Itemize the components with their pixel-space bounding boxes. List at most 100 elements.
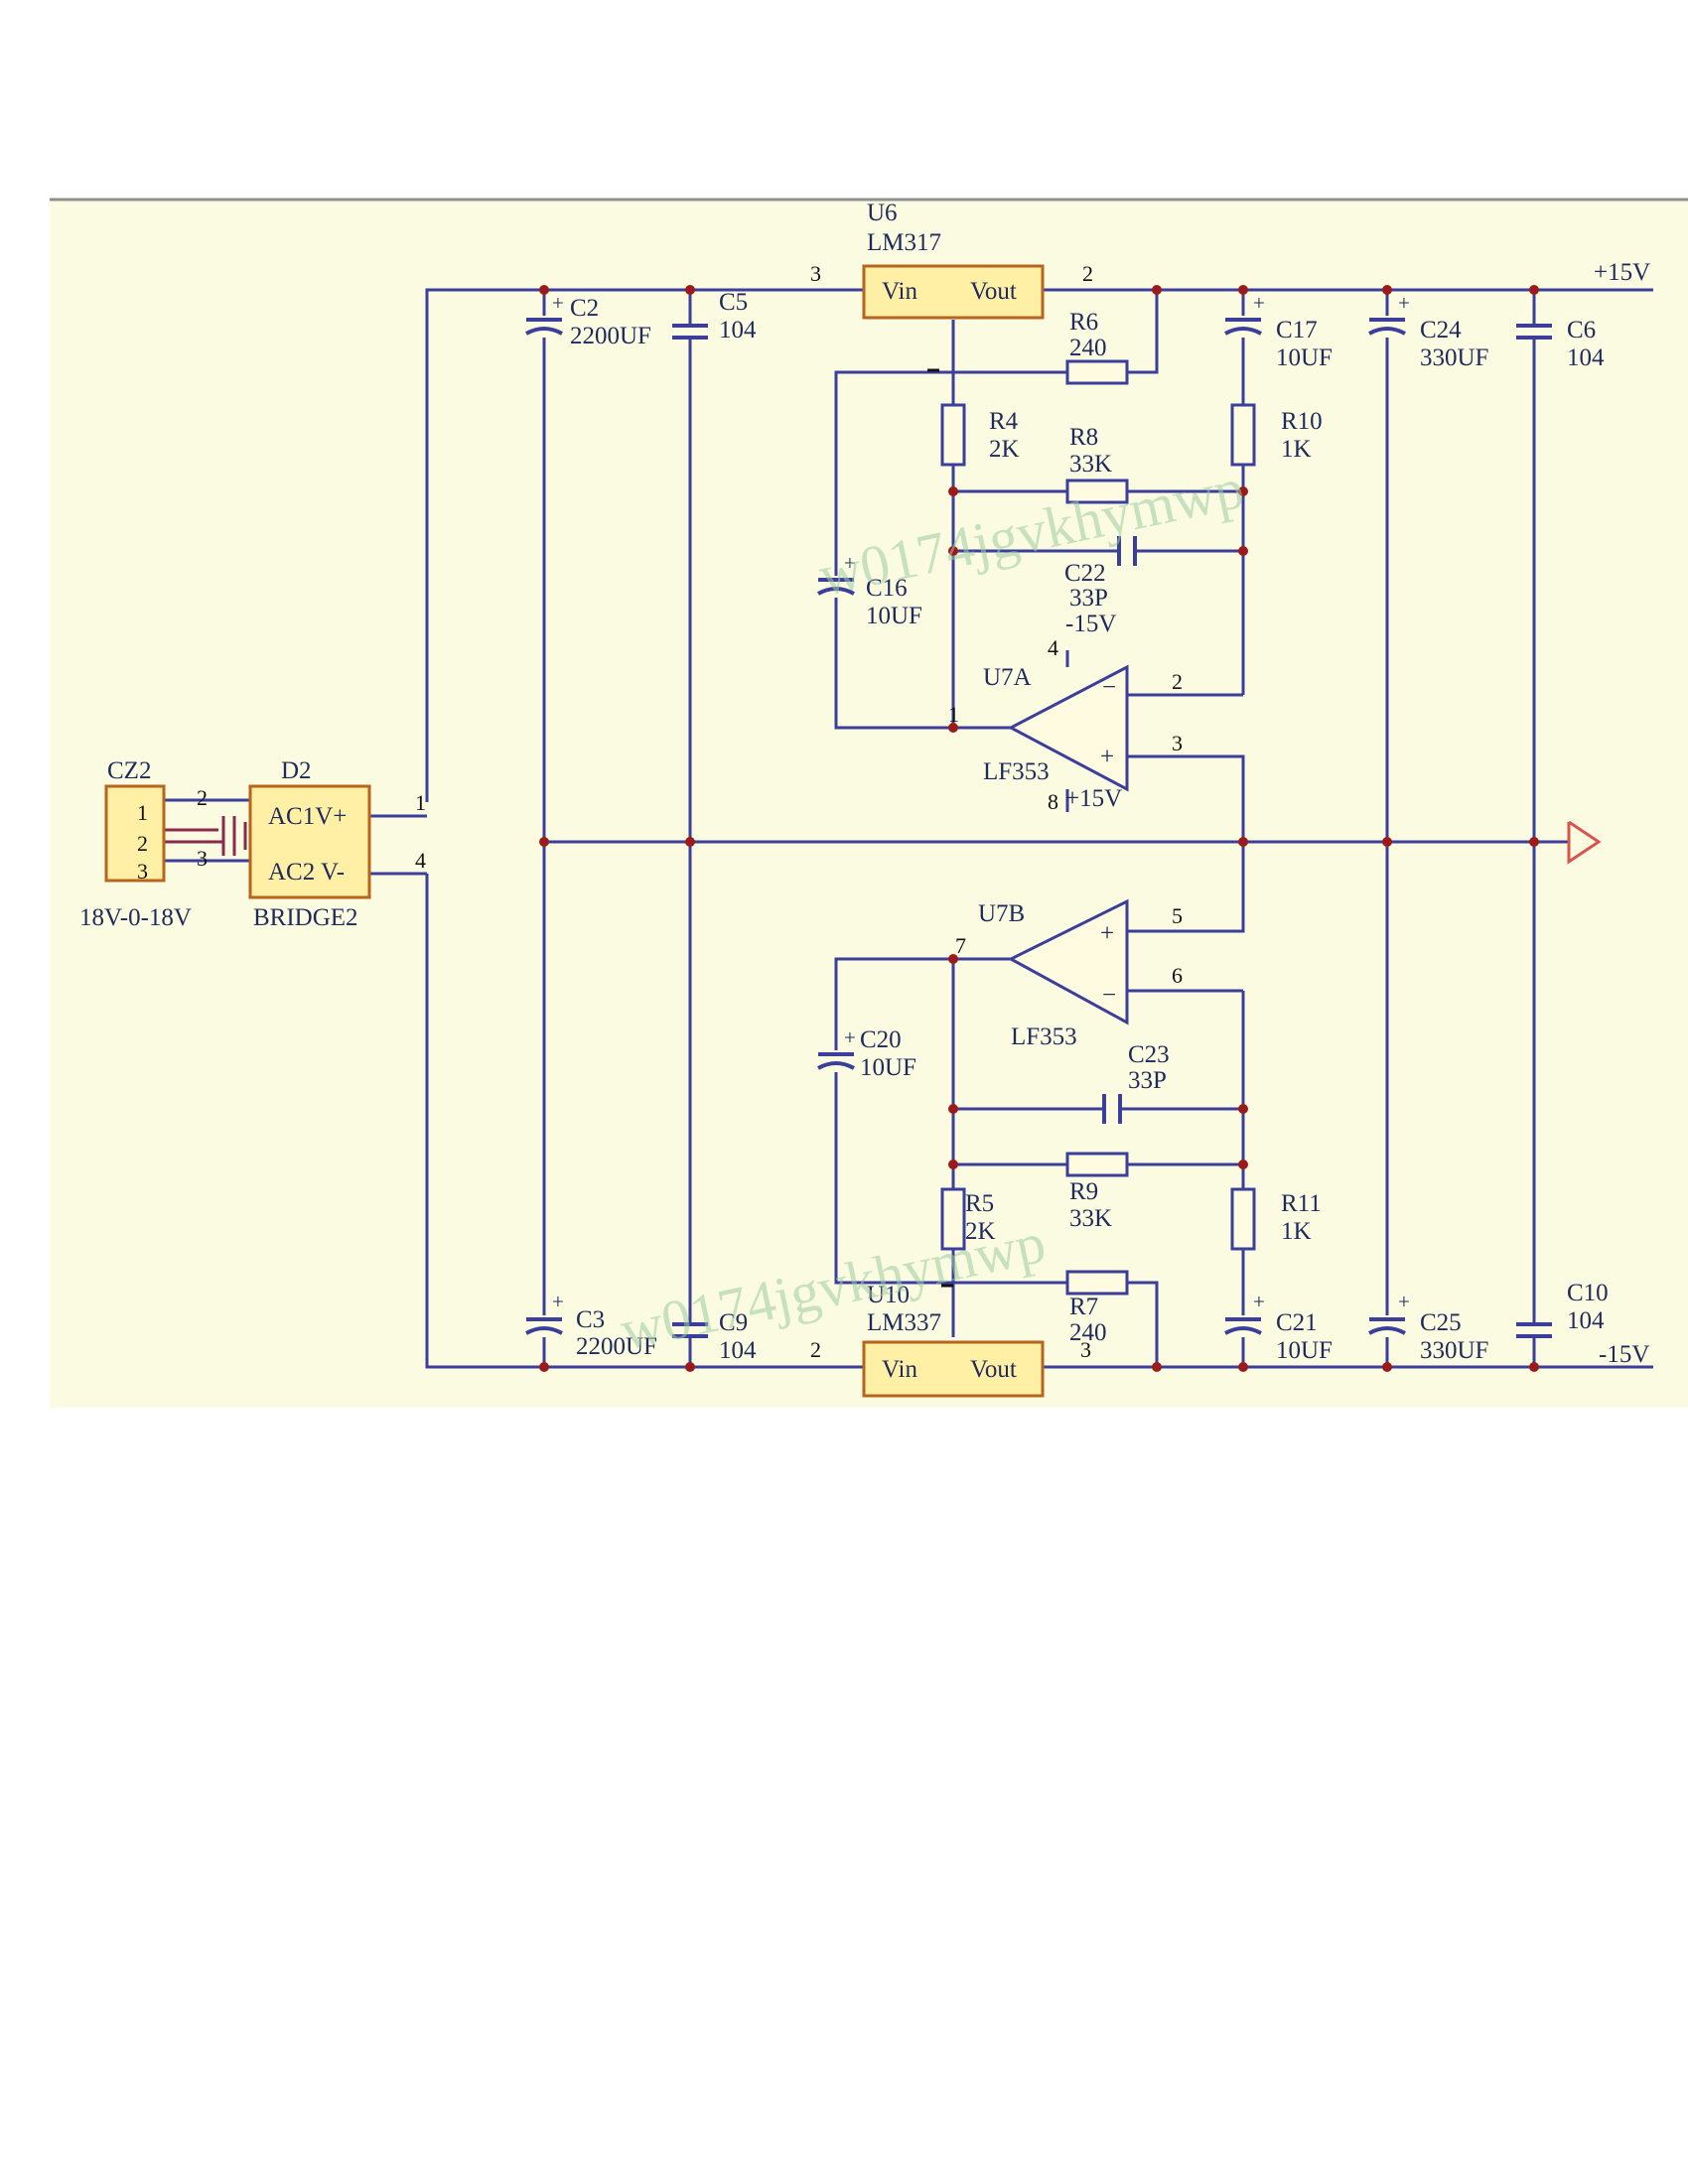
svg-text:33P: 33P <box>1128 1067 1167 1094</box>
svg-text:+: + <box>1398 1290 1410 1313</box>
svg-text:C5: C5 <box>719 289 748 316</box>
svg-text:C24: C24 <box>1420 317 1462 343</box>
u6-pin-out: 2 <box>1082 261 1093 286</box>
cz2-pin2: 2 <box>137 831 148 856</box>
u7b-part: LF353 <box>1011 1024 1077 1050</box>
u6-vin: Vin <box>882 278 917 305</box>
svg-text:10UF: 10UF <box>866 603 922 629</box>
capacitor-c5: C5 104 <box>672 289 757 343</box>
capacitor-c16: + C16 10UF <box>817 551 922 629</box>
u7b-pin-inv: 6 <box>1172 963 1183 988</box>
svg-text:R9: R9 <box>1069 1178 1098 1205</box>
u7a-supply-pos: +15V <box>1065 785 1122 812</box>
svg-text:2200UF: 2200UF <box>576 1333 657 1360</box>
svg-text:104: 104 <box>719 317 757 343</box>
capacitor-c25: + C25 330UF <box>1368 1290 1488 1364</box>
u7a-pin-vpos: 8 <box>1048 789 1058 814</box>
capacitor-c10: C10 104 <box>1516 1280 1609 1338</box>
cz2-value: 18V-0-18V <box>79 904 192 931</box>
d2-out-pin-bottom: 4 <box>415 848 426 873</box>
u10-vout: Vout <box>970 1356 1017 1383</box>
opamp-u7a: − + U7A LF353 1 2 3 4 8 -15V +15V <box>948 611 1183 814</box>
svg-text:R11: R11 <box>1281 1190 1322 1217</box>
resistor-r11: R11 1K <box>1230 1187 1322 1251</box>
svg-text:C16: C16 <box>866 575 908 602</box>
cz2-pin3: 3 <box>137 859 148 884</box>
resistor-r10: R10 1K <box>1230 403 1323 467</box>
rail-label-neg: -15V <box>1599 1341 1649 1368</box>
u7a-supply-neg: -15V <box>1065 611 1116 637</box>
svg-text:C10: C10 <box>1567 1280 1609 1306</box>
bridge-d2: D2 AC1V+ AC2 V- BRIDGE2 2 3 1 4 <box>197 757 426 931</box>
svg-text:+: + <box>552 291 564 315</box>
u10-part: LM337 <box>867 1309 941 1336</box>
capacitor-c21: + C21 10UF <box>1224 1290 1333 1364</box>
svg-text:C6: C6 <box>1567 317 1596 343</box>
u6-ref: U6 <box>867 200 898 226</box>
u7a-pin-out: 1 <box>948 702 959 727</box>
u7b-pin-noninv: 5 <box>1172 903 1183 928</box>
u7a-part: LF353 <box>983 758 1050 785</box>
wiring <box>164 288 1653 1369</box>
svg-text:R4: R4 <box>989 408 1019 435</box>
d2-wire-pin1: 2 <box>197 785 208 810</box>
u7a-ref: U7A <box>983 664 1032 691</box>
svg-text:2K: 2K <box>965 1218 996 1245</box>
resistor-r7: R7 240 <box>1065 1270 1129 1346</box>
svg-text:240: 240 <box>1069 335 1107 361</box>
u6-pin-in: 3 <box>810 261 821 286</box>
u6-vout: Vout <box>970 278 1017 305</box>
u7b-pin-out: 7 <box>955 933 966 958</box>
d2-ref: D2 <box>281 757 312 784</box>
capacitor-c3: + C3 2200UF <box>525 1290 657 1360</box>
resistor-r9: R9 33K <box>1065 1152 1129 1232</box>
svg-text:+: + <box>1100 744 1114 770</box>
capacitor-c23: C23 33P <box>1102 1041 1170 1124</box>
d2-value: BRIDGE2 <box>253 904 358 931</box>
svg-text:C9: C9 <box>719 1309 748 1336</box>
svg-text:C23: C23 <box>1128 1041 1170 1068</box>
opamp-u7b: + − U7B LF353 7 5 6 <box>955 898 1183 1050</box>
u10-pin-in: 2 <box>810 1337 821 1362</box>
resistor-r8: R8 33K <box>1065 424 1129 504</box>
svg-text:1K: 1K <box>1281 1218 1312 1245</box>
svg-text:+: + <box>552 1290 564 1313</box>
cz2-pin1: 1 <box>137 800 148 825</box>
d2-pin-top: AC1V+ <box>268 803 347 830</box>
svg-text:330UF: 330UF <box>1420 344 1488 371</box>
cz2-ref: CZ2 <box>107 757 151 784</box>
svg-text:10UF: 10UF <box>1276 1337 1333 1364</box>
svg-text:C17: C17 <box>1276 317 1318 343</box>
connector-cz2: CZ2 1 2 3 18V-0-18V <box>79 757 192 931</box>
u6-part: LM317 <box>867 229 941 256</box>
capacitor-c9: C9 104 <box>672 1309 757 1364</box>
svg-text:R10: R10 <box>1281 408 1323 435</box>
d2-wire-pin2: 3 <box>197 846 208 871</box>
regulator-u6: U6 LM317 Vin Vout 3 2 <box>810 200 1093 372</box>
svg-text:R8: R8 <box>1069 424 1098 451</box>
svg-text:2200UF: 2200UF <box>570 323 651 349</box>
capacitor-c20: + C20 10UF <box>817 1025 916 1081</box>
svg-text:+: + <box>844 1025 856 1049</box>
u7a-pin-noninv: 3 <box>1172 731 1183 755</box>
svg-text:R5: R5 <box>965 1190 994 1217</box>
svg-text:+: + <box>1100 920 1114 947</box>
resistor-r6: R6 240 <box>1065 309 1129 385</box>
u7b-ref: U7B <box>978 900 1025 927</box>
u10-vin: Vin <box>882 1356 917 1383</box>
svg-text:+: + <box>1398 291 1410 315</box>
svg-text:+: + <box>1253 291 1265 315</box>
capacitor-c22: C22 33P <box>1064 536 1137 612</box>
u10-pin-out: 3 <box>1080 1337 1091 1362</box>
resistor-r4: R4 2K <box>940 403 1020 467</box>
capacitor-c17: + C17 10UF <box>1224 291 1333 371</box>
svg-text:2K: 2K <box>989 436 1020 463</box>
d2-pin-bottom: AC2 V- <box>268 859 345 886</box>
svg-text:+: + <box>844 551 856 575</box>
svg-text:104: 104 <box>1567 344 1605 371</box>
svg-text:104: 104 <box>1567 1307 1605 1334</box>
svg-text:1K: 1K <box>1281 436 1312 463</box>
rail-label-pos: +15V <box>1594 259 1650 286</box>
svg-text:+: + <box>1253 1290 1265 1313</box>
svg-text:C21: C21 <box>1276 1309 1318 1336</box>
